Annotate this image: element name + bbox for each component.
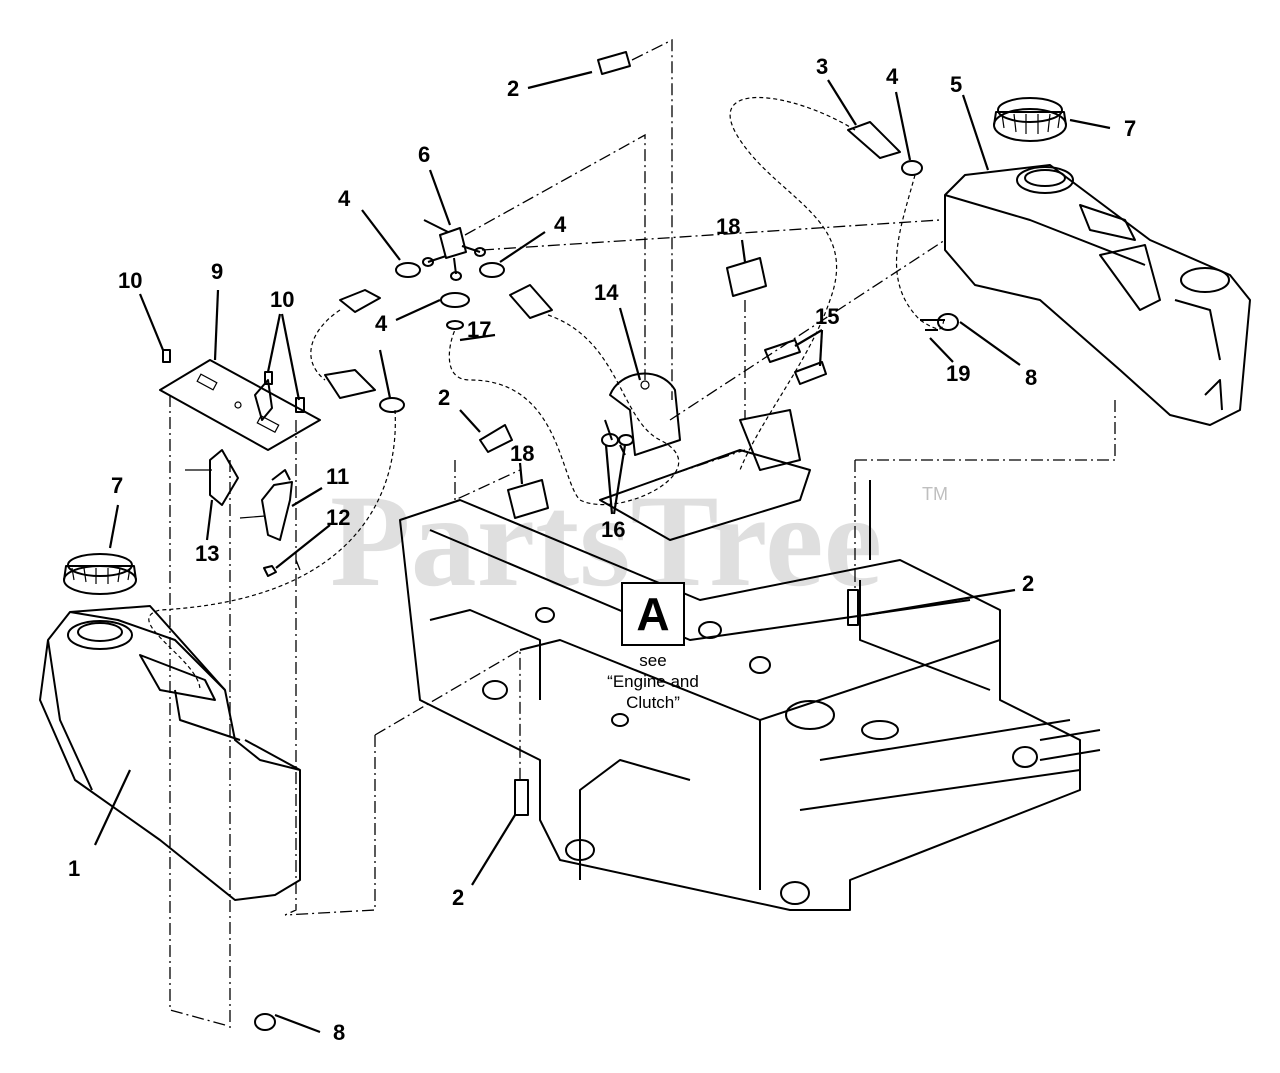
reference-note: see “Engine and Clutch”: [607, 651, 699, 712]
callout-16: 16: [601, 517, 625, 542]
callout-8-bottom: 8: [333, 1020, 345, 1045]
callout-2-middle: 2: [438, 385, 450, 410]
lever-11: [239, 469, 293, 541]
callout-18-lower: 18: [510, 441, 534, 466]
left-fuel-cap: [63, 553, 137, 595]
valve-plate: [159, 359, 321, 451]
screws-10: [162, 349, 305, 413]
callout-10-left: 10: [118, 268, 142, 293]
fittings: [254, 313, 959, 1031]
fuel-hoses: [148, 96, 946, 691]
callout-6: 6: [418, 142, 430, 167]
callout-10-right: 10: [270, 287, 294, 312]
right-fuel-tank: [944, 164, 1251, 426]
mower-frame: [399, 409, 1101, 911]
left-fuel-tank: [39, 605, 301, 901]
callout-13: 13: [195, 541, 219, 566]
callout-leaders: [94, 70, 1111, 1034]
callout-8-right: 8: [1025, 365, 1037, 390]
watermark: PartsTree: [330, 467, 882, 614]
callout-7-left: 7: [111, 473, 123, 498]
hose-clamps: [379, 160, 923, 413]
callout-14: 14: [594, 280, 619, 305]
reference-box: A: [621, 582, 685, 646]
callout-3: 3: [816, 54, 828, 79]
callout-4-right: 4: [886, 64, 899, 89]
nut-12: [263, 565, 277, 577]
bracket-14: [601, 372, 681, 456]
callout-4-left: 4: [338, 186, 351, 211]
ring-17: [446, 320, 464, 330]
callout-2-right: 2: [1022, 571, 1034, 596]
callout-7-right: 7: [1124, 116, 1136, 141]
reference-letter: A: [636, 588, 670, 640]
callout-2-top: 2: [507, 76, 519, 101]
hose-clips: [507, 257, 767, 519]
callout-2-bottom: 2: [452, 885, 464, 910]
trademark: TM: [922, 484, 948, 504]
callout-18-upper: 18: [716, 214, 740, 239]
assembly-lines: [169, 38, 1116, 1030]
right-fuel-cap: [993, 97, 1067, 142]
callout-numbers: 1 2 2 2 2 3 4 4 4 4 5 6 7 7 8 8 9 10 10 …: [68, 54, 1136, 1045]
callout-11: 11: [326, 464, 349, 489]
callout-1: 1: [68, 856, 80, 881]
callout-19: 19: [946, 361, 970, 386]
callout-5: 5: [950, 72, 962, 97]
callout-9: 9: [211, 259, 223, 284]
callout-15: 15: [815, 304, 839, 329]
callout-4-lower: 4: [375, 311, 388, 336]
fuel-valve: [422, 219, 486, 281]
callout-12: 12: [326, 505, 350, 530]
callout-4-center: 4: [554, 212, 567, 237]
bolts: [479, 51, 859, 816]
callout-17: 17: [467, 317, 491, 342]
